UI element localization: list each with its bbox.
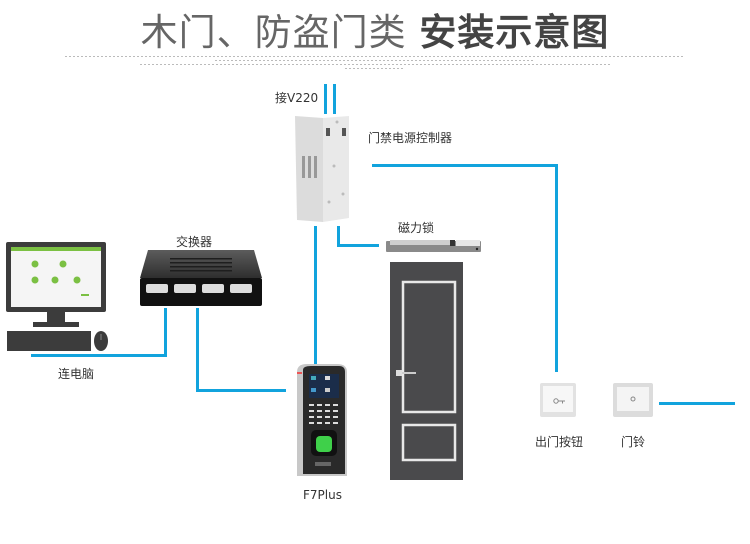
wire-controller-lock-v (337, 226, 340, 246)
label-power-controller: 门禁电源控制器 (368, 131, 453, 145)
doorbell-device (613, 383, 653, 417)
access-terminal-device (297, 364, 347, 476)
network-switch-device (140, 250, 262, 306)
subtitle-line (0, 64, 750, 65)
wire-switch-computer-v (164, 308, 167, 356)
wire-controller-lock-h (337, 244, 379, 247)
label-exit-button: 出门按钮 (535, 435, 584, 449)
title-bold: 安装示意图 (419, 11, 610, 54)
wire-switch-terminal-v (196, 308, 199, 392)
label-switch: 交换器 (176, 235, 213, 249)
label-doorbell: 门铃 (621, 435, 646, 449)
wire-switch-computer-h (31, 354, 167, 357)
power-controller-device (295, 116, 349, 222)
subtitle-line (0, 60, 750, 61)
wire-doorbell-out (659, 402, 735, 405)
door-device (390, 262, 463, 480)
wire-switch-terminal-h (196, 389, 286, 392)
wire-controller-terminal (314, 226, 317, 366)
wire-controller-exit-h (372, 164, 558, 167)
computer-device (6, 242, 108, 351)
title-light: 木门、防盗门类 (140, 11, 407, 54)
diagram-title: 木门、防盗门类 安装示意图 (0, 2, 750, 56)
label-access-terminal: F7Plus (303, 488, 342, 502)
wire-power-input-a (324, 84, 327, 114)
wire-controller-exit-v (555, 164, 558, 372)
label-magnetic-lock: 磁力锁 (398, 221, 435, 235)
subtitle-line (0, 68, 750, 69)
magnetic-lock-device (386, 240, 481, 252)
label-power-input: 接V220 (275, 91, 319, 105)
label-computer: 连电脑 (58, 367, 95, 381)
wire-power-input-b (333, 84, 336, 114)
subtitle-line (0, 56, 750, 57)
exit-button-device (540, 383, 576, 417)
